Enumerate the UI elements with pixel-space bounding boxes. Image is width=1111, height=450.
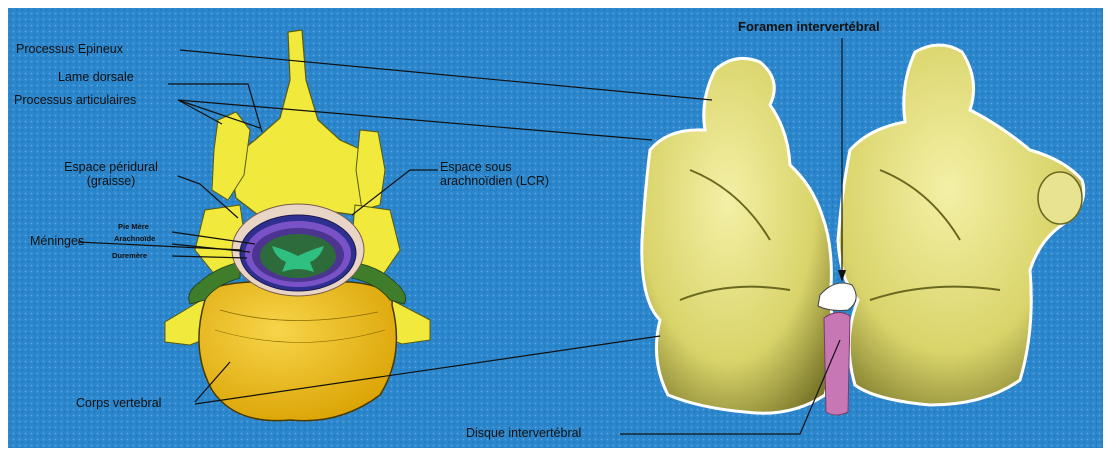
intervertebral-disc bbox=[824, 312, 850, 415]
label-disque-intervertebral: Disque intervertébral bbox=[466, 426, 581, 440]
label-arachnoide: Arachnoïde bbox=[114, 234, 155, 243]
label-espace-peridural-line1: Espace péridural bbox=[48, 160, 174, 174]
label-espace-peridural: Espace péridural (graisse) bbox=[48, 160, 174, 188]
label-espace-sous-arachnoidien-line1: Espace sous bbox=[440, 160, 549, 174]
vertebral-body bbox=[199, 282, 397, 421]
label-foramen-intervertebral: Foramen intervertébral bbox=[738, 20, 880, 34]
label-processus-epineux: Processus Epineux bbox=[16, 42, 123, 56]
label-espace-sous-arachnoidien-line2: arachnoïdien (LCR) bbox=[440, 174, 549, 188]
label-espace-peridural-line2: (graisse) bbox=[48, 174, 174, 188]
label-pie-mere: Pie Mère bbox=[118, 222, 149, 231]
label-dure-mere: Duremère bbox=[112, 251, 147, 260]
label-processus-articulaires: Processus articulaires bbox=[14, 93, 136, 107]
label-lame-dorsale: Lame dorsale bbox=[58, 70, 134, 84]
label-corps-vertebral: Corps vertebral bbox=[76, 396, 161, 410]
label-espace-sous-arachnoidien: Espace sous arachnoïdien (LCR) bbox=[440, 160, 549, 188]
label-meninges: Méninges bbox=[30, 234, 84, 248]
